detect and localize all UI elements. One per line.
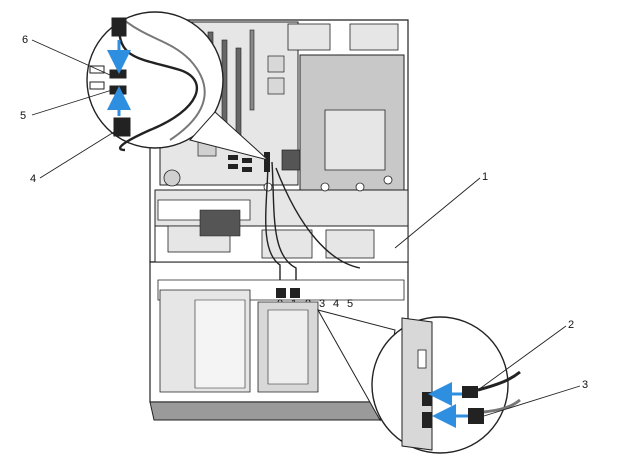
callout-3: 3 bbox=[582, 379, 588, 391]
callout-1: 1 bbox=[482, 171, 488, 183]
connector-label-3: 3 bbox=[319, 298, 325, 310]
sata-cables bbox=[265, 159, 361, 290]
callout-5: 5 bbox=[20, 110, 26, 122]
power-supply bbox=[287, 23, 405, 193]
callout-4: 4 bbox=[30, 173, 36, 185]
magnifier-top-left bbox=[86, 11, 269, 161]
leader-lines bbox=[31, 39, 581, 417]
callout-2: 2 bbox=[568, 319, 574, 331]
magnifier-bottom-right bbox=[316, 309, 521, 454]
callout-6: 6 bbox=[22, 34, 28, 46]
connector-label-5: 5 bbox=[347, 298, 353, 310]
connector-label-4: 4 bbox=[333, 298, 339, 310]
drive-bays bbox=[159, 289, 319, 393]
drive-carrier-tray bbox=[154, 209, 409, 263]
